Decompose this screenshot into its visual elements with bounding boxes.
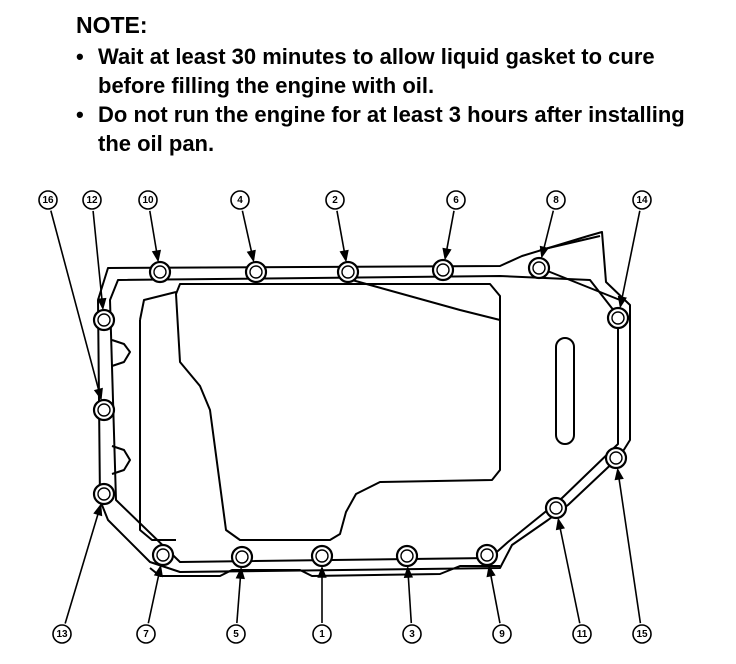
- bolt-number-text: 10: [142, 195, 154, 206]
- bolts-group: [92, 256, 630, 569]
- bolt-number-label: 7: [136, 624, 156, 644]
- pan-inner-outline: [109, 275, 619, 563]
- bolt: [230, 545, 254, 569]
- bolt: [92, 308, 116, 332]
- bolt-number-text: 6: [453, 195, 459, 206]
- bolt: [527, 256, 551, 280]
- leader-line: [92, 210, 104, 309]
- leader-arrowhead: [442, 247, 452, 261]
- note-title: NOTE:: [76, 12, 148, 38]
- leader-line: [64, 505, 102, 624]
- leader-arrowhead: [246, 249, 256, 263]
- bolt: [148, 260, 172, 284]
- note-item-text: Do not run the engine for at least 3 hou…: [98, 102, 685, 156]
- bolt-number-text: 15: [636, 629, 648, 640]
- bolt-number-text: 13: [56, 629, 68, 640]
- leader-arrowhead: [93, 387, 103, 401]
- note-list: • Wait at least 30 minutes to allow liqui…: [76, 42, 716, 158]
- sump-outline: [175, 283, 501, 541]
- leader-lines: [50, 210, 642, 624]
- side-slot: [555, 337, 575, 445]
- leader-arrowhead: [151, 249, 162, 263]
- bullet: •: [76, 102, 84, 127]
- reservoir-line: [139, 291, 177, 541]
- bolt-number-label: 12: [82, 190, 102, 210]
- bolt-number-label: 11: [572, 624, 592, 644]
- bolt-number-label: 4: [230, 190, 250, 210]
- bolt-number-text: 4: [237, 195, 243, 206]
- bolt: [544, 496, 568, 520]
- bolt-number-text: 7: [143, 629, 149, 640]
- bolt-number-label: 5: [226, 624, 246, 644]
- bolt: [310, 544, 334, 568]
- left-notch-lower: [111, 445, 131, 475]
- bolt-number-text: 5: [233, 629, 239, 640]
- bolt-number-label: 15: [632, 624, 652, 644]
- leader-line: [50, 210, 102, 399]
- bolt-number-text: 2: [332, 195, 338, 206]
- bolt-number-label: 14: [632, 190, 652, 210]
- baffle-line: [351, 279, 501, 321]
- bolt: [336, 260, 360, 284]
- bolt-number-label: 1: [312, 624, 332, 644]
- left-notch-upper: [111, 339, 131, 367]
- leader-arrowhead: [403, 565, 414, 579]
- bolt-number-text: 9: [499, 629, 505, 640]
- bolt: [431, 258, 455, 282]
- leader-arrowhead: [614, 467, 624, 481]
- bolt-number-label: 10: [138, 190, 158, 210]
- bolt-number-text: 11: [577, 629, 588, 640]
- pan-outer-outline: [97, 231, 631, 573]
- bolt-number-label: 8: [546, 190, 566, 210]
- leader-line: [619, 210, 641, 307]
- leader-arrowhead: [97, 297, 107, 311]
- note-block: NOTE: • Wait at least 30 minutes to allow…: [76, 12, 716, 158]
- bolt: [92, 398, 116, 422]
- bolt: [475, 543, 499, 567]
- note-item: • Do not run the engine for at least 3 ho…: [76, 100, 716, 158]
- bolt-number-label: 3: [402, 624, 422, 644]
- bolt: [151, 543, 175, 567]
- bolt: [244, 260, 268, 284]
- bolt: [92, 482, 116, 506]
- leader-line: [557, 519, 581, 624]
- note-item: • Wait at least 30 minutes to allow liqui…: [76, 42, 716, 100]
- bolt: [604, 446, 628, 470]
- bolt: [606, 306, 630, 330]
- leader-line: [616, 469, 642, 624]
- leader-arrowhead: [93, 503, 103, 517]
- bolt: [395, 544, 419, 568]
- bolt-number-label: 2: [325, 190, 345, 210]
- leader-arrowhead: [486, 564, 496, 578]
- leader-arrowhead: [317, 565, 327, 578]
- bolt-number-text: 16: [42, 195, 54, 206]
- leader-arrowhead: [153, 564, 163, 578]
- bolt-number-label: 9: [492, 624, 512, 644]
- bolt-number-text: 3: [409, 629, 415, 640]
- leader-arrowhead: [555, 517, 565, 531]
- leader-arrowhead: [235, 566, 245, 580]
- upper-rail: [539, 235, 621, 301]
- leader-arrowhead: [539, 245, 549, 259]
- bolt-number-label: 6: [446, 190, 466, 210]
- bottom-edge-detail: [149, 565, 500, 577]
- bolt-number-text: 8: [553, 195, 559, 206]
- note-item-text: Wait at least 30 minutes to allow liquid…: [98, 44, 655, 98]
- leader-arrowhead: [339, 249, 349, 263]
- bolt-number-label: 13: [52, 624, 72, 644]
- bolt-number-text: 14: [636, 195, 648, 206]
- leader-arrowhead: [617, 295, 627, 309]
- bolt-number-text: 12: [86, 195, 98, 206]
- bullet: •: [76, 44, 84, 69]
- bolt-number-text: 1: [319, 629, 325, 640]
- bolt-number-label: 16: [38, 190, 58, 210]
